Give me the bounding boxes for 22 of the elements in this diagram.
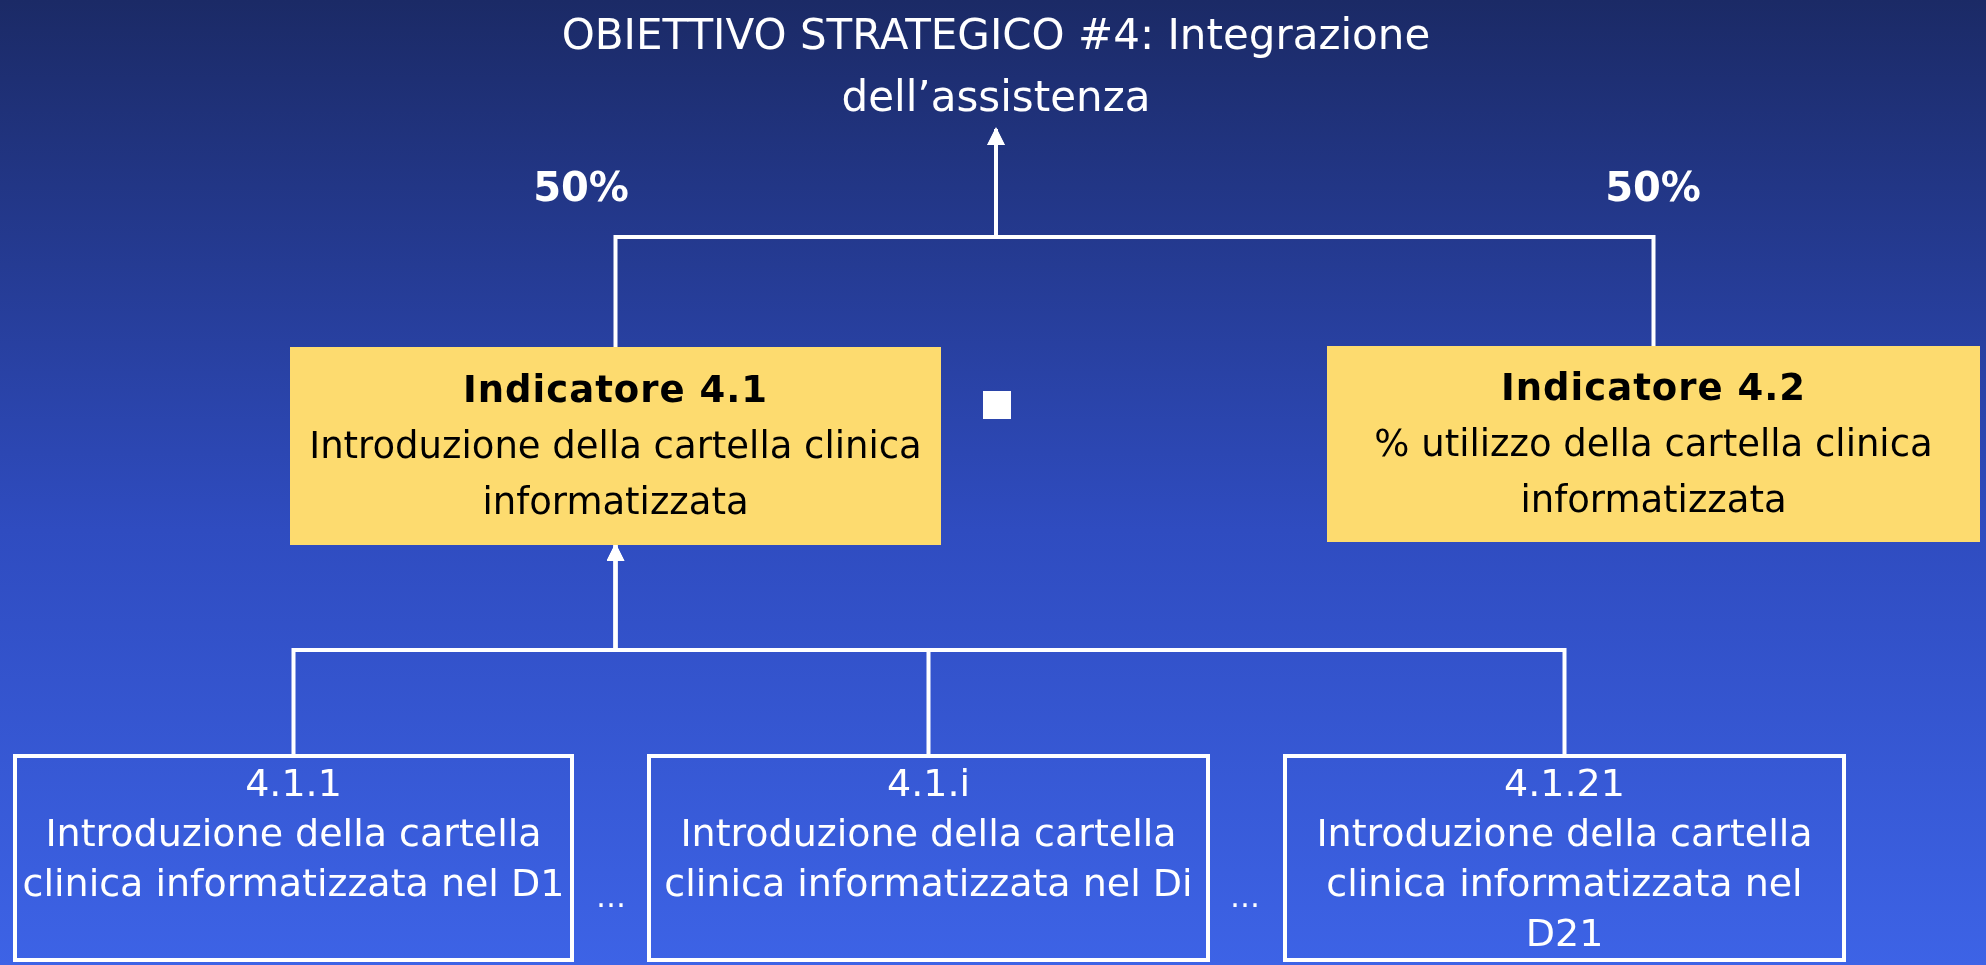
indicator-box (1327, 346, 1980, 542)
indicator-heading: 4.1.i (886, 760, 971, 807)
indicator-heading: 4.1.21 (1504, 760, 1625, 807)
indicator-heading: 4.1.1 (245, 760, 342, 807)
sub-indicator-box (1283, 754, 1846, 962)
arrow (987, 127, 1656, 346)
ellipsis-text: … (1230, 878, 1260, 914)
title-text: OBIETTIVO STRATEGICO #4: Integrazione dell’assistenza (560, 9, 1432, 123)
indicator-description: Introduzione della cartella clinica informatizzata nel Di (663, 810, 1194, 907)
sub-indicator-box (13, 754, 574, 962)
indicator-box (290, 347, 941, 545)
indicator-description: Introduzione della cartella clinica informatizzata nel D1 (21, 810, 566, 907)
arrow (606, 543, 1567, 754)
indicator-description: Introduzione della cartella clinica informatizzata nel D21 (1315, 810, 1814, 957)
edge-label: 50% (533, 164, 629, 210)
indicator-heading: Indicatore 4.1 (462, 367, 769, 413)
edge-label: 50% (1605, 164, 1701, 210)
indicator-description: Introduzione della cartella clinica informatizzata (308, 423, 923, 525)
indicator-description: % utilizzo della cartella clinica informatizzata (1373, 421, 1934, 523)
sub-indicator-box (647, 754, 1210, 962)
ellipsis-text: … (596, 878, 626, 914)
indicator-heading: Indicatore 4.2 (1500, 365, 1807, 411)
